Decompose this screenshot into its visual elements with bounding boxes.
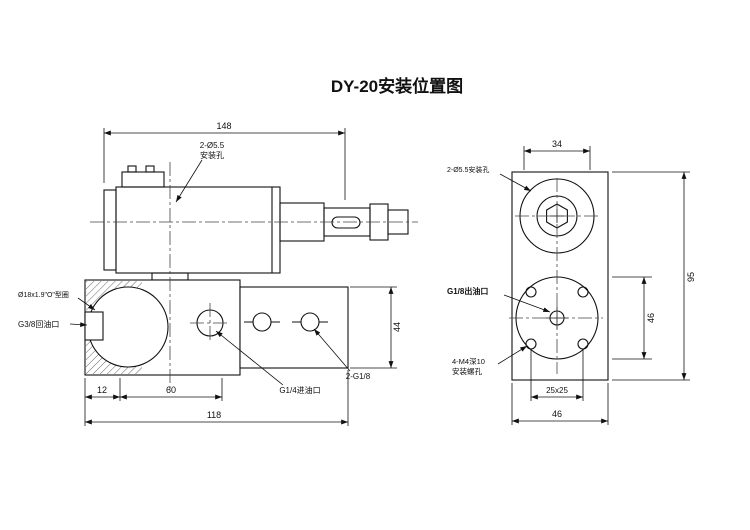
right-view-texts: 34 95 46 25x25 46 2-Ø5.5安装孔 G1/8出油口 4-M4…: [447, 139, 696, 419]
dim-text-148: 148: [216, 121, 231, 131]
g18-port-circle: [300, 312, 320, 332]
label-side-ports: 2-G1/8: [346, 372, 371, 381]
centerlines-left: [90, 162, 418, 392]
left-view: [84, 162, 418, 392]
right-view: [509, 171, 609, 381]
label-oring: Ø18x1.9"O"型圈: [18, 290, 69, 299]
dim-text-34: 34: [552, 139, 562, 149]
left-view-dimensions: [69, 128, 397, 426]
mounting-screw-hole: [525, 286, 537, 298]
mounting-screw-hole: [577, 286, 589, 298]
mounting-screw-hole: [525, 338, 537, 350]
label-return-port: G3/8回油口: [18, 319, 59, 329]
dim-text-46-bottom: 46: [552, 409, 562, 419]
centerlines-right: [509, 178, 603, 374]
coil-end-cap: [103, 189, 117, 271]
leader-mount-holes-right: [499, 173, 532, 192]
coil-body: [115, 186, 281, 274]
label-mount-holes-line2: 安装孔: [200, 150, 224, 160]
override-slot: [331, 216, 361, 229]
leader-side-ports: [313, 328, 351, 372]
leader-outlet-port: [503, 294, 551, 313]
leader-inlet-port: [215, 330, 284, 386]
dim-text-12: 12: [97, 385, 107, 395]
dim-text-118: 118: [207, 410, 221, 420]
leader-mount-holes: [175, 159, 203, 203]
connector-terminal: [145, 165, 155, 173]
dim-text-44: 44: [392, 322, 402, 332]
connector-terminal: [127, 165, 137, 173]
connector-box: [121, 171, 165, 188]
dim-text-46-side: 46: [646, 313, 656, 323]
end-view-body: [511, 171, 609, 381]
leader-oring: [77, 297, 96, 311]
label-mount-holes-line1: 2-Ø5.5: [200, 141, 225, 150]
drawing-title: DY-20安装位置图: [331, 76, 463, 96]
label-screw-holes-line1: 4-M4深10: [452, 357, 485, 366]
label-mount-holes-right: 2-Ø5.5安装孔: [447, 165, 489, 174]
dim-text-60: 60: [166, 385, 176, 395]
left-view-texts: 148 44 12 60 118 2-Ø5.5 安装孔 Ø18x1.9"O"型圈…: [18, 121, 402, 420]
leader-return-port: [69, 322, 88, 328]
return-port-bore: [84, 311, 104, 341]
label-inlet-port: G1/4进油口: [279, 385, 320, 395]
dim-text-95: 95: [686, 272, 696, 282]
leader-screw-holes: [497, 345, 528, 365]
label-screw-holes-line2: 安装螺孔: [452, 366, 482, 376]
g18-port-circle: [252, 312, 272, 332]
mounting-screw-hole: [577, 338, 589, 350]
label-outlet-port: G1/8出油口: [447, 286, 488, 296]
dim-text-25x25: 25x25: [546, 386, 568, 395]
right-view-dimensions: [497, 146, 690, 425]
